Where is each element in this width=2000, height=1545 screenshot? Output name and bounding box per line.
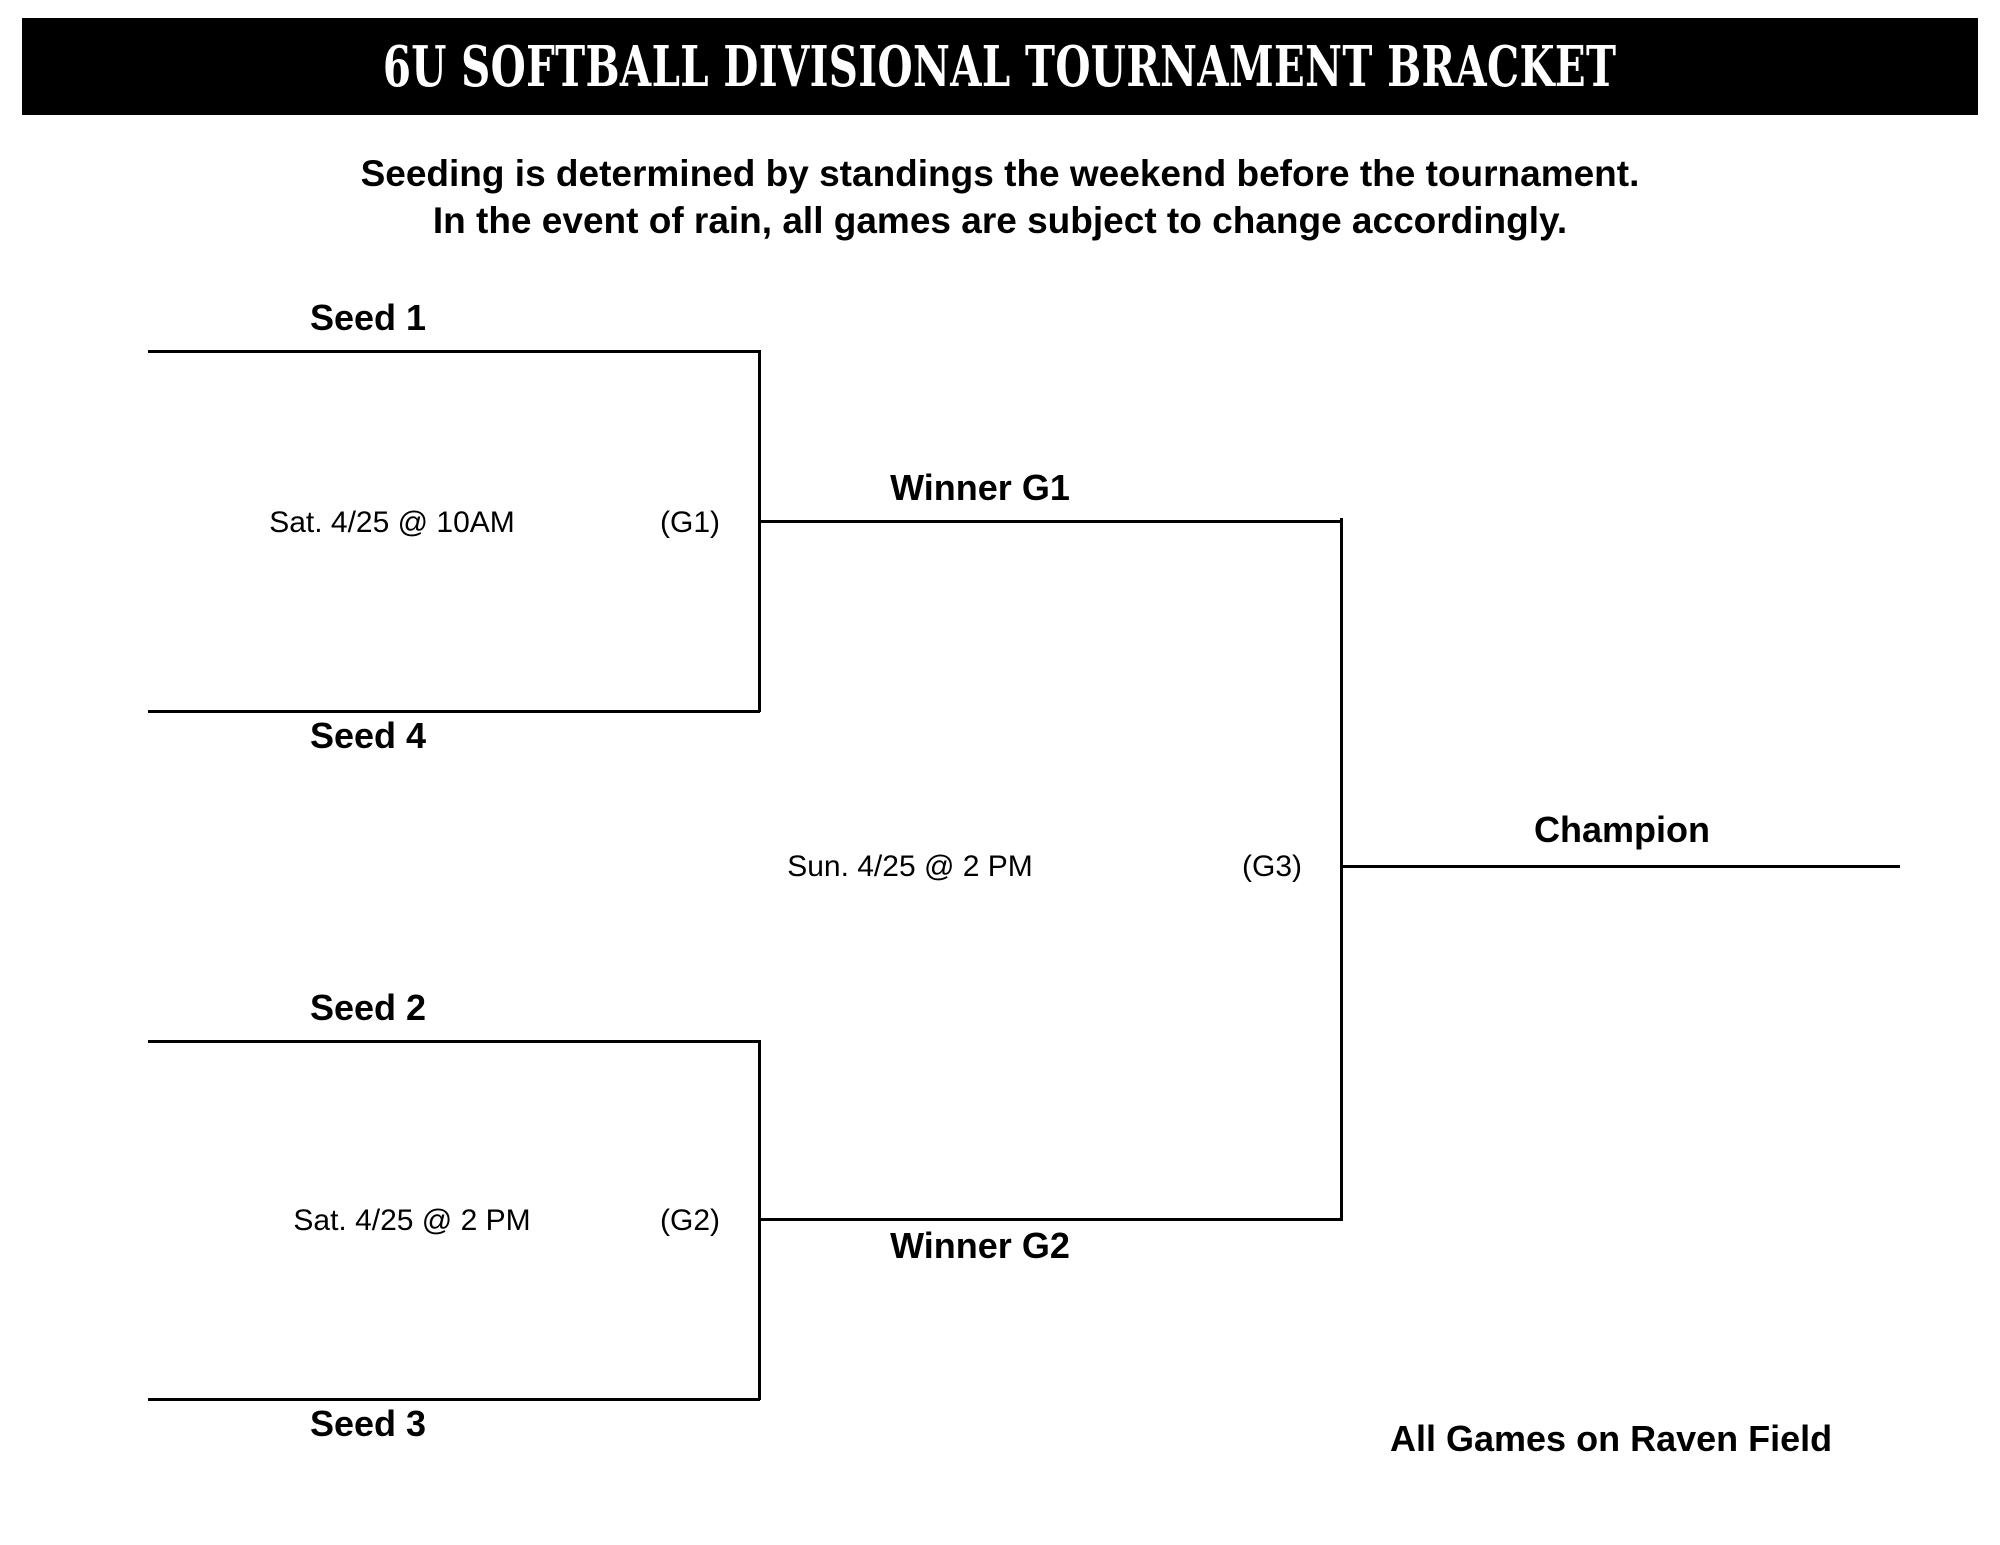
bracket-line-champion xyxy=(1340,865,1900,868)
game-code-g3: (G3) xyxy=(1242,850,1302,883)
page-title: 6U SOFTBALL DIVISIONAL TOURNAMENT BRACKE… xyxy=(383,33,1617,100)
game-code-g2: (G2) xyxy=(660,1204,720,1237)
bracket-line-g1-bottom xyxy=(148,710,760,713)
game-time-g1: Sat. 4/25 @ 10AM xyxy=(269,506,515,539)
subtitle-line-1: Seeding is determined by standings the w… xyxy=(360,153,1640,194)
bracket-line-final-vertical xyxy=(1340,518,1343,1221)
title-banner: 6U SOFTBALL DIVISIONAL TOURNAMENT BRACKE… xyxy=(22,18,1978,115)
advancement-label-winner-g2: Winner G2 xyxy=(890,1225,1070,1266)
game-code-g1: (G1) xyxy=(660,506,720,539)
seed-label-1: Seed 1 xyxy=(309,297,427,338)
advancement-label-winner-g1: Winner G1 xyxy=(890,467,1070,508)
subtitle-line-2: In the event of rain, all games are subj… xyxy=(432,200,1568,242)
bracket-line-g1-to-final xyxy=(758,520,1342,523)
game-time-g2: Sat. 4/25 @ 2 PM xyxy=(293,1204,531,1237)
subtitle-notes: Seeding is determined by standings the w… xyxy=(0,150,2000,245)
venue-note: All Games on Raven Field xyxy=(1390,1418,1833,1459)
bracket-line-g1-top xyxy=(148,350,760,353)
bracket-line-g2-to-final xyxy=(758,1218,1342,1221)
bracket-line-g2-bottom xyxy=(148,1398,760,1401)
bracket-line-g1-vertical xyxy=(758,350,761,712)
champion-label: Champion xyxy=(1534,809,1710,850)
game-time-g3: Sun. 4/25 @ 2 PM xyxy=(787,850,1033,883)
bracket-line-g2-top xyxy=(148,1040,760,1043)
seed-label-3: Seed 3 xyxy=(309,1403,427,1444)
seed-label-2: Seed 2 xyxy=(309,987,427,1028)
seed-label-4: Seed 4 xyxy=(309,715,427,756)
